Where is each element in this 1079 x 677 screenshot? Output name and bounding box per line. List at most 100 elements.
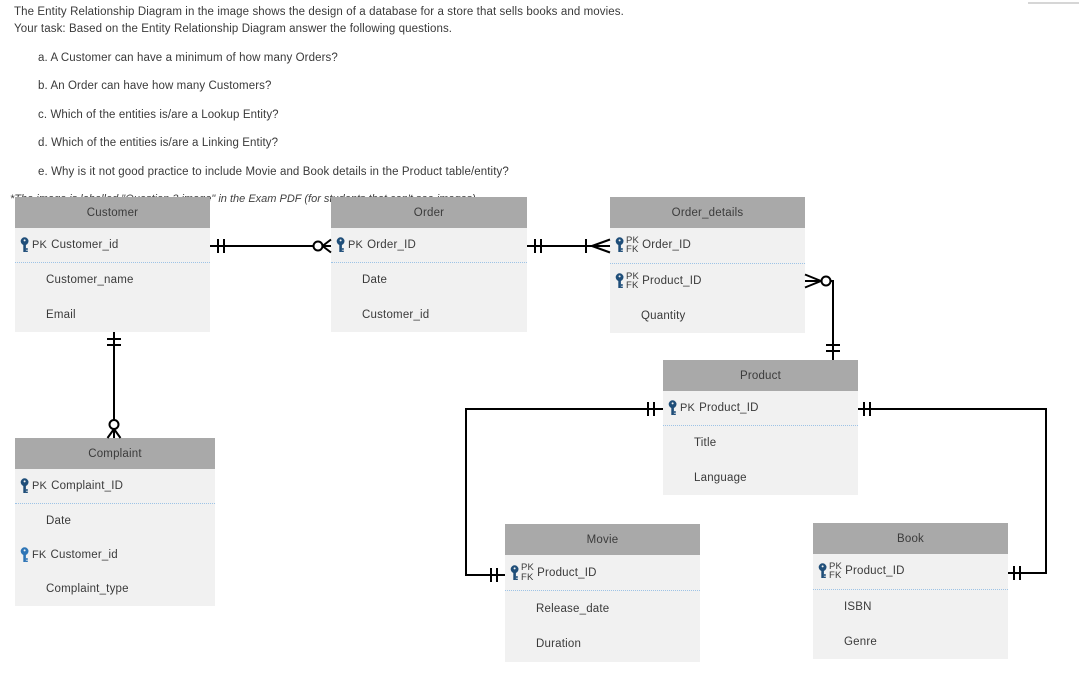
attribute-name: Customer_id [51, 239, 119, 252]
question-e: e. Why is it not good practice to includ… [38, 165, 509, 178]
attribute-name: Product_ID [642, 275, 702, 287]
intro-line-1: The Entity Relationship Diagram in the i… [14, 6, 624, 18]
attribute-name: Customer_id [50, 549, 118, 561]
key-icon [818, 563, 827, 579]
cardinality-one-and-only-one [217, 239, 225, 253]
attribute-row: Language [663, 461, 858, 495]
attribute-name: ISBN [844, 601, 872, 613]
entity-title-customer: Customer [15, 197, 210, 228]
key-icon [336, 237, 345, 253]
key-icon [20, 547, 29, 562]
cardinality-one-and-only-one [647, 402, 655, 416]
cardinality-many-crowfoot [106, 428, 122, 439]
attribute-name: Email [46, 308, 76, 321]
attribute-name: Title [694, 437, 717, 450]
connector-customer-order [210, 238, 332, 254]
attribute-row: Date [15, 504, 215, 538]
key-tag: PK [32, 480, 48, 492]
key-tag: PK [348, 239, 364, 252]
attribute-row: Release_date [505, 591, 700, 626]
cardinality-one-and-only-one [107, 338, 121, 346]
attribute-name: Order_ID [642, 239, 691, 252]
connector-orderdetails-product [804, 273, 840, 360]
top-right-divider [1028, 2, 1079, 4]
key-icon [615, 273, 624, 288]
attribute-row: Email [15, 298, 210, 332]
attribute-name: Genre [844, 635, 877, 648]
attribute-name: Quantity [641, 309, 686, 322]
attribute-name: Complaint_type [46, 583, 129, 595]
attribute-row: Customer_name [15, 263, 210, 297]
entity-title-order: Order [331, 197, 527, 228]
attribute-name: Product_ID [845, 565, 905, 578]
connector-order-orderdetails [527, 238, 611, 254]
cardinality-many-crowfoot [804, 273, 822, 289]
question-a: a. A Customer can have a minimum of how … [38, 51, 338, 64]
attribute-row: ISBN [813, 590, 1008, 625]
attribute-name: Order_ID [367, 239, 416, 252]
cardinality-many-crowfoot [591, 238, 611, 254]
entity-title-product: Product [663, 360, 858, 391]
key-icon [20, 478, 29, 493]
key-icon [510, 564, 519, 580]
cardinality-one-and-only-one [534, 239, 542, 253]
attribute-row: Genre [813, 624, 1008, 659]
cardinality-one-and-only-one [490, 568, 498, 582]
attribute-row: Complaint_type [15, 572, 215, 606]
attribute-row: Title [663, 426, 858, 460]
attribute-name: Customer_name [46, 274, 134, 287]
question-d: d. Which of the entities is/are a Linkin… [38, 137, 279, 149]
attribute-name: Customer_id [362, 308, 430, 321]
cardinality-one-and-only-one [826, 344, 840, 352]
cardinality-one-and-only-one [1013, 566, 1021, 580]
entity-title-movie: Movie [505, 524, 700, 555]
attribute-name: Release_date [536, 602, 610, 615]
intro-line-2: Your task: Based on the Entity Relations… [14, 22, 453, 35]
attribute-row: Quantity [610, 298, 805, 333]
attribute-name: Duration [536, 638, 582, 651]
instructions-block: The Entity Relationship Diagram in the i… [10, 4, 1014, 205]
cardinality-zero-circle [312, 240, 324, 252]
entity-title-book: Book [813, 523, 1008, 554]
cardinality-zero-circle [820, 275, 832, 287]
entity-title-order-details: Order_details [610, 197, 805, 228]
key-icon [20, 237, 29, 253]
attribute-row: Duration [505, 627, 700, 662]
connector-customer-complaint [106, 332, 122, 439]
attribute-name: Language [694, 471, 747, 484]
cardinality-zero-circle [108, 419, 120, 430]
attribute-name: Product_ID [537, 566, 597, 579]
attribute-row: Customer_id [331, 298, 527, 332]
question-b: b. An Order can have how many Customers? [38, 80, 272, 92]
cardinality-many-crowfoot [321, 238, 332, 254]
entity-title-complaint: Complaint [15, 438, 215, 469]
attribute-name: Complaint_ID [51, 480, 124, 492]
attribute-name: Product_ID [699, 402, 759, 415]
key-tag: PK [680, 402, 696, 415]
question-c: c. Which of the entities is/are a Lookup… [38, 108, 279, 121]
